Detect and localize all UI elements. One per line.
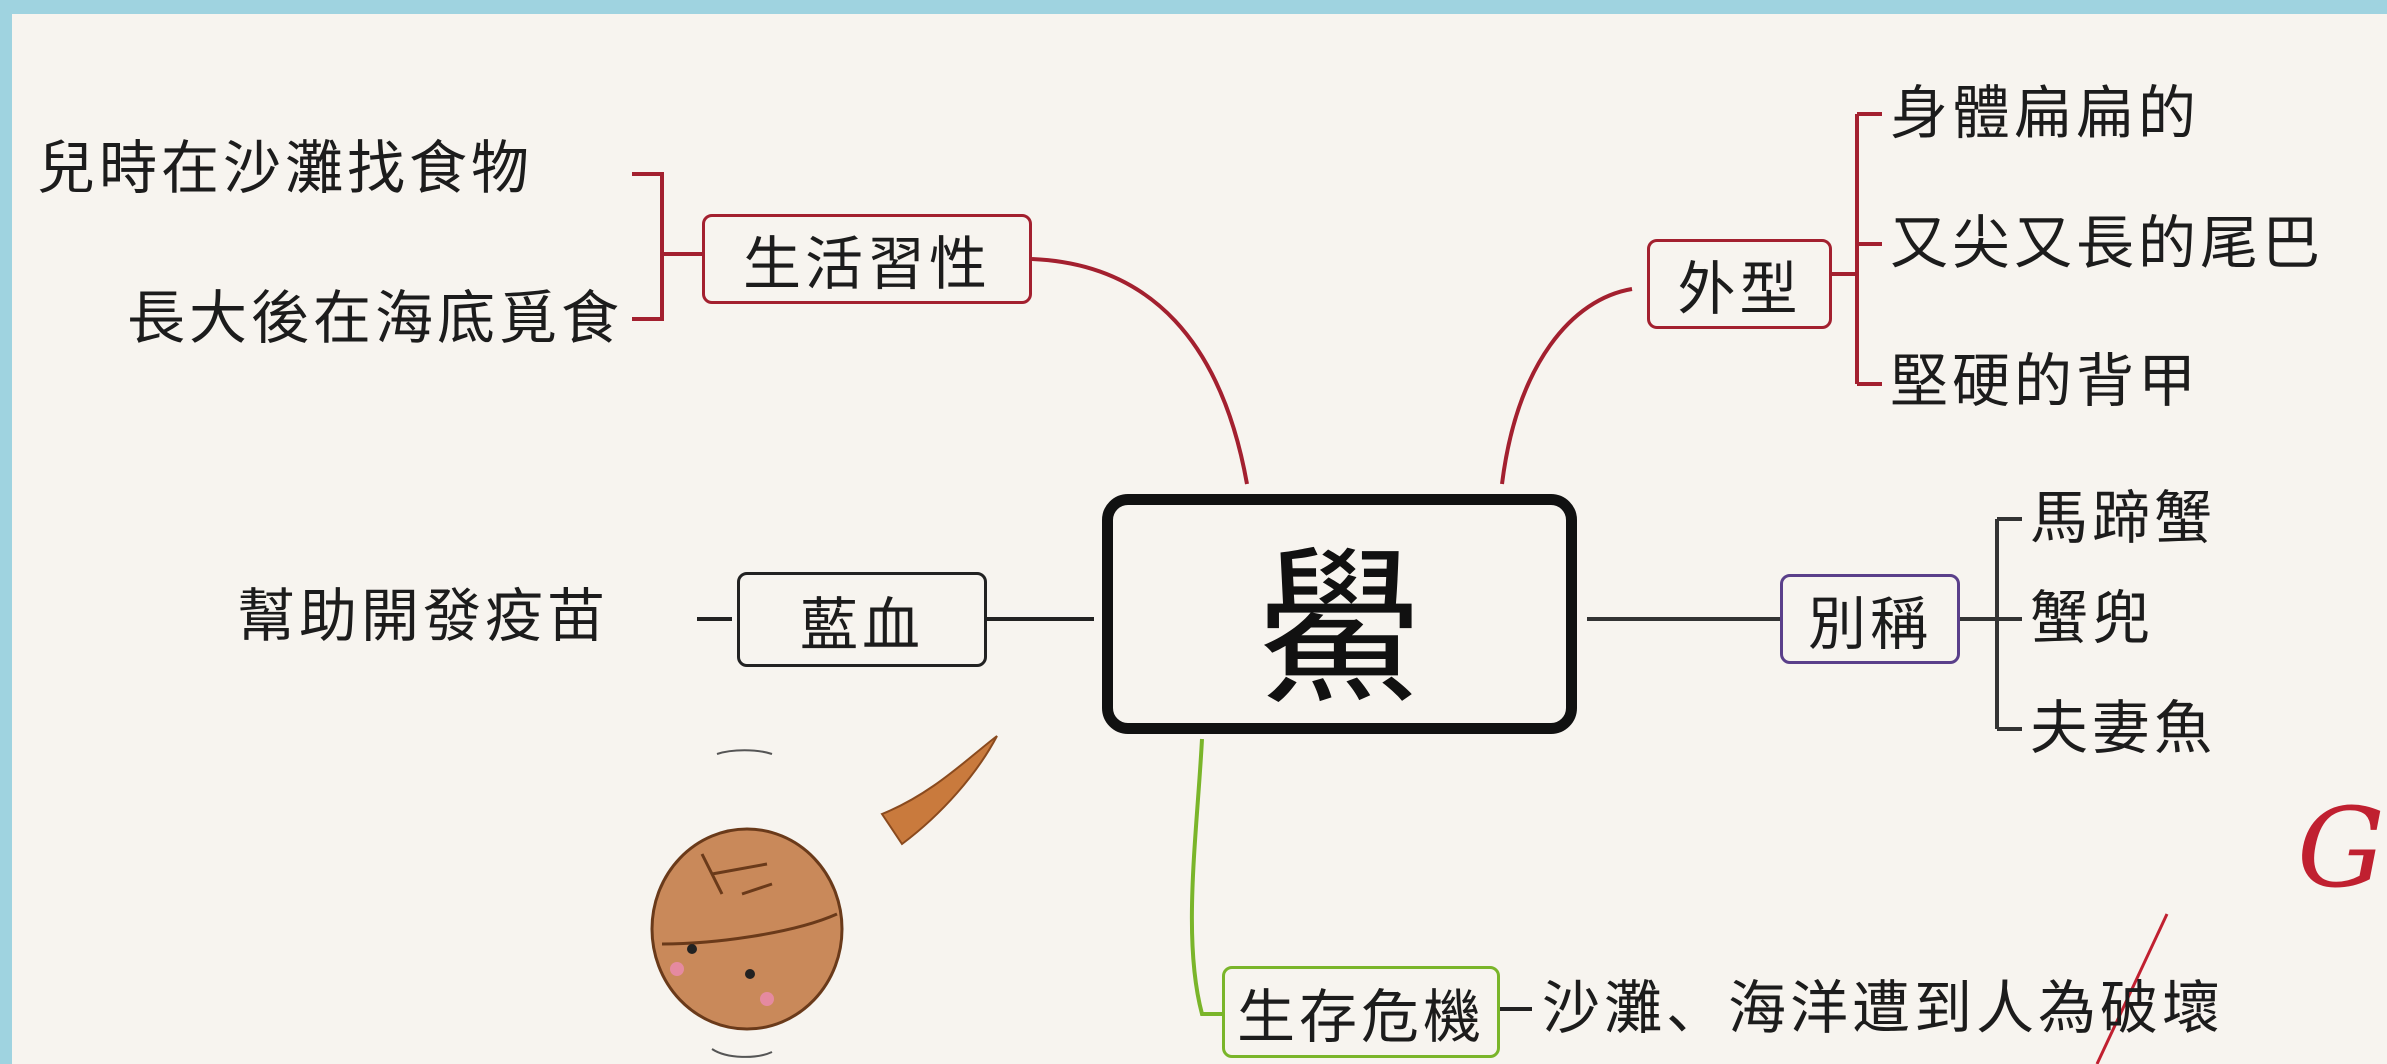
branch-habits-label: 生活習性 — [742, 230, 991, 298]
connector-crisis — [1189, 738, 1222, 1016]
names-item-1: 馬蹄蟹 — [2030, 484, 2217, 552]
names-item-2: 蟹兜 — [2030, 584, 2155, 652]
branch-appearance-label: 外型 — [1677, 255, 1802, 323]
teacher-annotation: Go — [2297, 784, 2387, 912]
bracket-appearance — [1832, 112, 1882, 386]
branch-habits-node: 生活習性 — [702, 214, 1032, 304]
connector-appearance — [1500, 287, 1633, 485]
branch-names-label: 別稱 — [1807, 590, 1932, 658]
connector-habits — [1031, 257, 1249, 485]
connector-lines — [632, 112, 2169, 1064]
appearance-item-2: 又尖又長的尾巴 — [1890, 209, 2325, 277]
mind-map-paper: 鱟 生活習性 兒時在沙灘找食物 長大後在海底覓食 外型 身體扁扁的 又尖又長的尾… — [12, 14, 2387, 1064]
habits-item-1: 兒時在沙灘找食物 — [37, 134, 534, 202]
appearance-item-3: 堅硬的背甲 — [1890, 347, 2201, 415]
bracket-names — [1960, 517, 2022, 731]
branch-crisis-node: 生存危機 — [1222, 966, 1500, 1058]
branch-crisis-label: 生存危機 — [1236, 983, 1485, 1051]
names-item-3: 夫妻魚 — [2030, 694, 2217, 762]
appearance-item-1: 身體扁扁的 — [1890, 79, 2201, 147]
central-topic: 鱟 — [1102, 494, 1577, 734]
bracket-habits — [632, 172, 702, 321]
branch-blood-node: 藍血 — [737, 572, 987, 667]
horseshoe-crab-drawing — [650, 735, 998, 1058]
central-topic-label: 鱟 — [1254, 531, 1425, 729]
branch-blood-label: 藍血 — [799, 590, 924, 659]
red-slash — [2095, 913, 2169, 1064]
habits-item-2: 長大後在海底覓食 — [127, 284, 624, 352]
branch-names-node: 別稱 — [1780, 574, 1960, 664]
blood-item-1: 幫助開發疫苗 — [237, 582, 610, 650]
crisis-item-1: 沙灘、海洋遭到人為破壞 — [1542, 974, 2225, 1042]
branch-appearance-node: 外型 — [1647, 239, 1832, 329]
